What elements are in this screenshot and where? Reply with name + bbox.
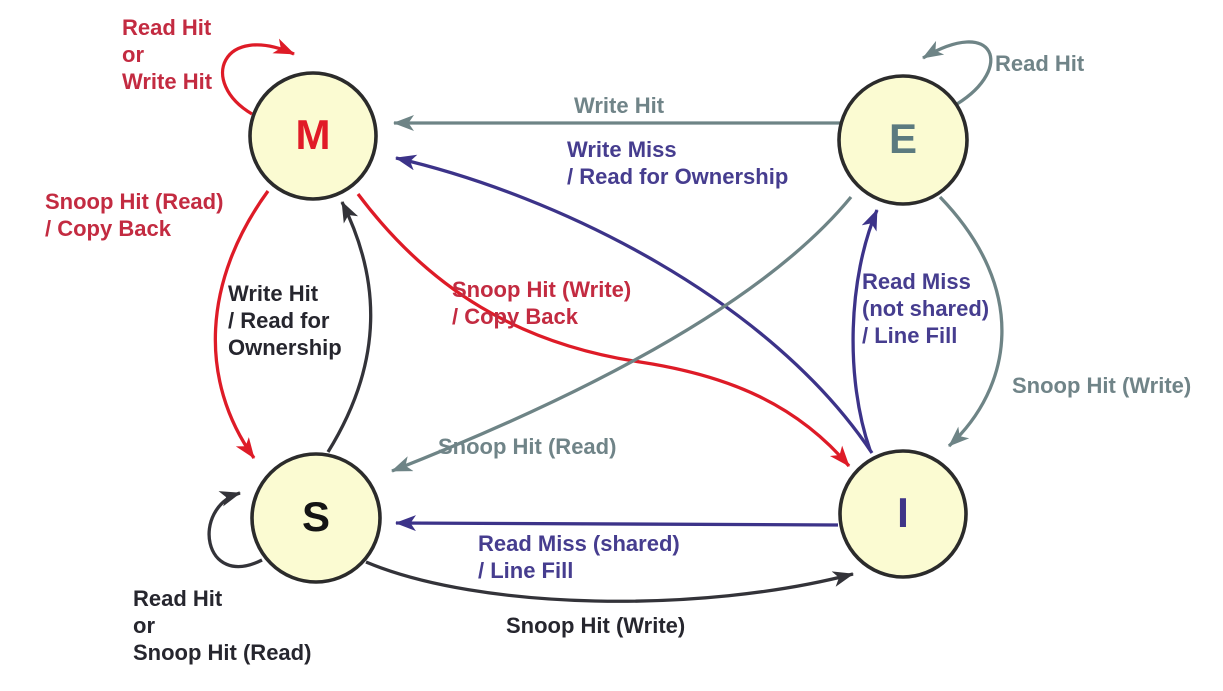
edge-m-to-i	[356, 193, 851, 468]
edge-e-to-i	[938, 195, 1004, 448]
edge-label-e-to-i: Snoop Hit (Write)	[1012, 373, 1192, 398]
state-label-s: S	[301, 493, 331, 541]
state-node-exclusive	[837, 74, 969, 206]
edge-label-e-to-s: Snoop Hit (Read)	[438, 434, 617, 459]
state-node-shared	[250, 452, 382, 584]
edge-s-to-i	[365, 560, 854, 603]
state-label-i: I	[897, 489, 909, 537]
edge-label-i-to-m: Write Miss / Read for Ownership	[567, 137, 789, 189]
edge-label-e-self: Read Hit	[995, 51, 1085, 76]
state-node-modified	[248, 71, 378, 201]
edge-label-e-to-m: Write Hit	[574, 93, 665, 118]
edge-label-m-self: Read Hit or Write Hit	[122, 15, 213, 94]
edge-label-m-to-s: Snoop Hit (Read) / Copy Back	[45, 189, 224, 241]
edge-m-to-s	[213, 190, 270, 459]
edge-label-s-to-m: Write Hit / Read for Ownership	[228, 281, 342, 360]
edge-i-to-s	[395, 515, 839, 532]
state-label-e: E	[888, 115, 918, 163]
edge-label-s-self: Read Hit or Snoop Hit (Read)	[133, 586, 312, 665]
edge-label-i-to-s: Read Miss (shared) / Line Fill	[478, 531, 680, 583]
edge-label-m-to-i: Snoop Hit (Write) / Copy Back	[452, 277, 632, 329]
edge-s-to-m	[326, 201, 373, 453]
state-node-invalid	[838, 449, 968, 579]
edge-m-self-loop	[221, 38, 295, 116]
edge-i-to-m	[395, 154, 874, 454]
state-label-m: M	[295, 111, 331, 159]
edge-s-self-loop	[207, 491, 263, 569]
edge-label-i-to-e: Read Miss (not shared) / Line Fill	[862, 269, 990, 348]
edge-label-s-to-i: Snoop Hit (Write)	[506, 613, 686, 638]
edge-e-to-s	[391, 195, 853, 473]
edge-e-self-loop	[922, 40, 993, 106]
edge-i-to-e	[851, 209, 879, 451]
